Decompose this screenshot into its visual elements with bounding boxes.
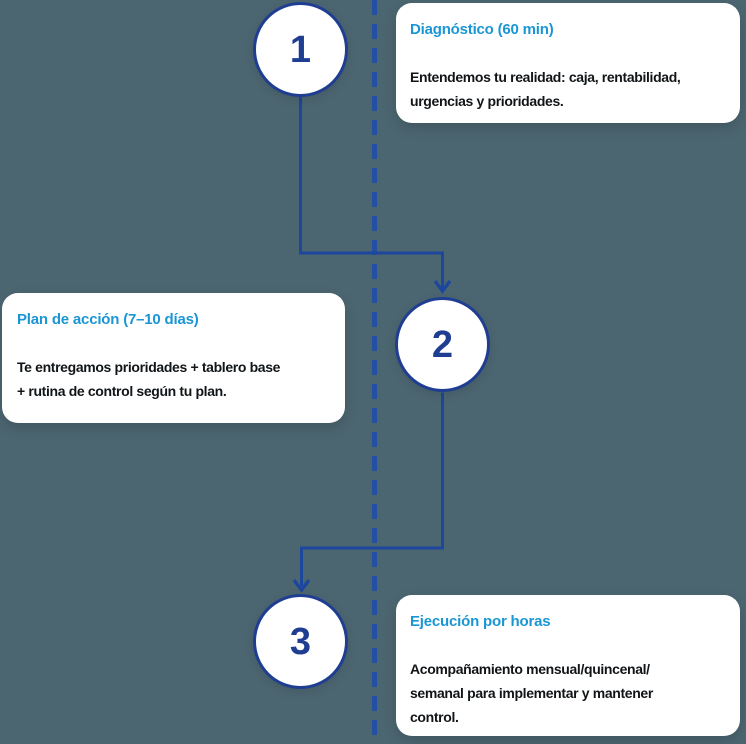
card-body-line: + rutina de control según tu plan. bbox=[17, 383, 227, 399]
card-body-line: Acompañamiento mensual/quincenal/ bbox=[410, 661, 650, 677]
card-body-line: urgencias y prioridades. bbox=[410, 93, 564, 109]
card-title: Plan de acción (7–10 días) bbox=[17, 311, 199, 328]
arrowhead-step2-icon bbox=[433, 279, 452, 294]
step-circle-2: 2 bbox=[395, 297, 490, 392]
card-title: Ejecución por horas bbox=[410, 613, 551, 630]
step-number-2: 2 bbox=[431, 323, 454, 366]
card-body-line: semanal para implementar y mantener bbox=[410, 685, 653, 701]
step-card-plan-de-accion: Plan de acción (7–10 días) Te entregamos… bbox=[2, 293, 345, 423]
arrowhead-step3-icon bbox=[292, 578, 311, 593]
card-title: Diagnóstico (60 min) bbox=[410, 21, 554, 38]
step-card-ejecucion: Ejecución por horas Acompañamiento mensu… bbox=[396, 595, 740, 736]
connector-step1-to-step2 bbox=[299, 96, 444, 288]
step-number-1: 1 bbox=[289, 28, 312, 71]
card-body: Te entregamos prioridades + tablero base… bbox=[17, 355, 331, 403]
card-body: Entendemos tu realidad: caja, rentabilid… bbox=[410, 65, 726, 113]
connector-step2-to-step3 bbox=[300, 392, 444, 586]
step-number-3: 3 bbox=[289, 620, 312, 663]
card-body-line: Te entregamos prioridades + tablero base bbox=[17, 359, 281, 375]
card-body-line: Entendemos tu realidad: caja, rentabilid… bbox=[410, 69, 681, 85]
step-circle-1: 1 bbox=[253, 2, 348, 97]
step-card-diagnostico: Diagnóstico (60 min) Entendemos tu reali… bbox=[396, 3, 740, 123]
card-body-line: control. bbox=[410, 709, 459, 725]
step-circle-3: 3 bbox=[253, 594, 348, 689]
card-body: Acompañamiento mensual/quincenal/ semana… bbox=[410, 657, 726, 729]
